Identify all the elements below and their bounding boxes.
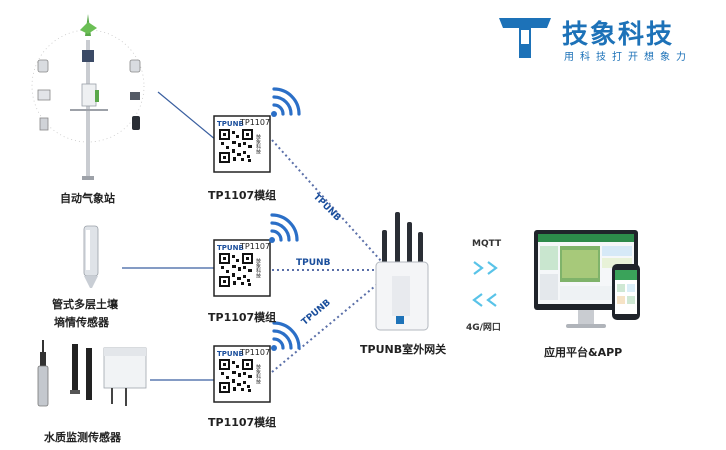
tpunb-link-1 [271, 139, 383, 263]
module-label-3: TP1107模组 [208, 416, 277, 429]
tpunb-link-2-label: TPUNB [296, 258, 331, 268]
chip-3-brand-cn: 技象科技 [255, 364, 261, 384]
water-sensor-label: 水质监测传感器 [44, 431, 121, 444]
downlink-arrow-2 [486, 293, 497, 307]
uplink-arrow-1 [473, 261, 484, 275]
chip-2-brand: TPUNB [217, 244, 244, 252]
wifi-icon-3 [269, 321, 301, 353]
chip-1-brand-cn: 技象科技 [255, 134, 261, 154]
platform-label: 应用平台&APP [544, 346, 623, 359]
weather-station-illustration [31, 14, 145, 180]
module-label-1: TP1107模组 [208, 189, 277, 202]
soil-sensor-label-line1: 管式多层土壤 [52, 298, 118, 311]
mqtt-label: MQTT [472, 239, 502, 249]
chip-1-model: TP1107 [240, 118, 271, 127]
chip-1-brand: TPUNB [217, 120, 244, 128]
brand-slogan: 用科技打开想象力 [564, 52, 692, 63]
soil-sensor-label-line2: 墒情传感器 [54, 316, 109, 329]
wifi-icon-2 [267, 213, 299, 245]
platform-illustration [534, 230, 640, 328]
module-chip-3 [213, 345, 271, 403]
sensor-link-1 [157, 91, 217, 141]
brand-logo-icon [499, 18, 551, 58]
module-label-2: TP1107模组 [208, 311, 277, 324]
wifi-icon-1 [269, 87, 301, 119]
module-chip-1 [213, 115, 271, 173]
gateway-label: TPUNB室外网关 [360, 343, 447, 356]
tpunb-link-3 [271, 281, 381, 373]
module-chip-2 [213, 239, 271, 297]
soil-sensor-illustration [83, 225, 99, 288]
weather-station-label: 自动气象站 [60, 192, 115, 205]
chip-3-model: TP1107 [240, 348, 271, 357]
uplink-arrow-2 [487, 261, 498, 275]
chip-2-model: TP1107 [240, 242, 271, 251]
water-sensor-illustration [37, 340, 147, 407]
gateway-illustration [375, 212, 429, 331]
brand-name: 技象科技 [562, 20, 675, 50]
network-label: 4G/网口 [466, 323, 501, 333]
downlink-arrow-1 [472, 293, 483, 307]
chip-3-brand: TPUNB [217, 350, 244, 358]
chip-2-brand-cn: 技象科技 [255, 258, 261, 278]
